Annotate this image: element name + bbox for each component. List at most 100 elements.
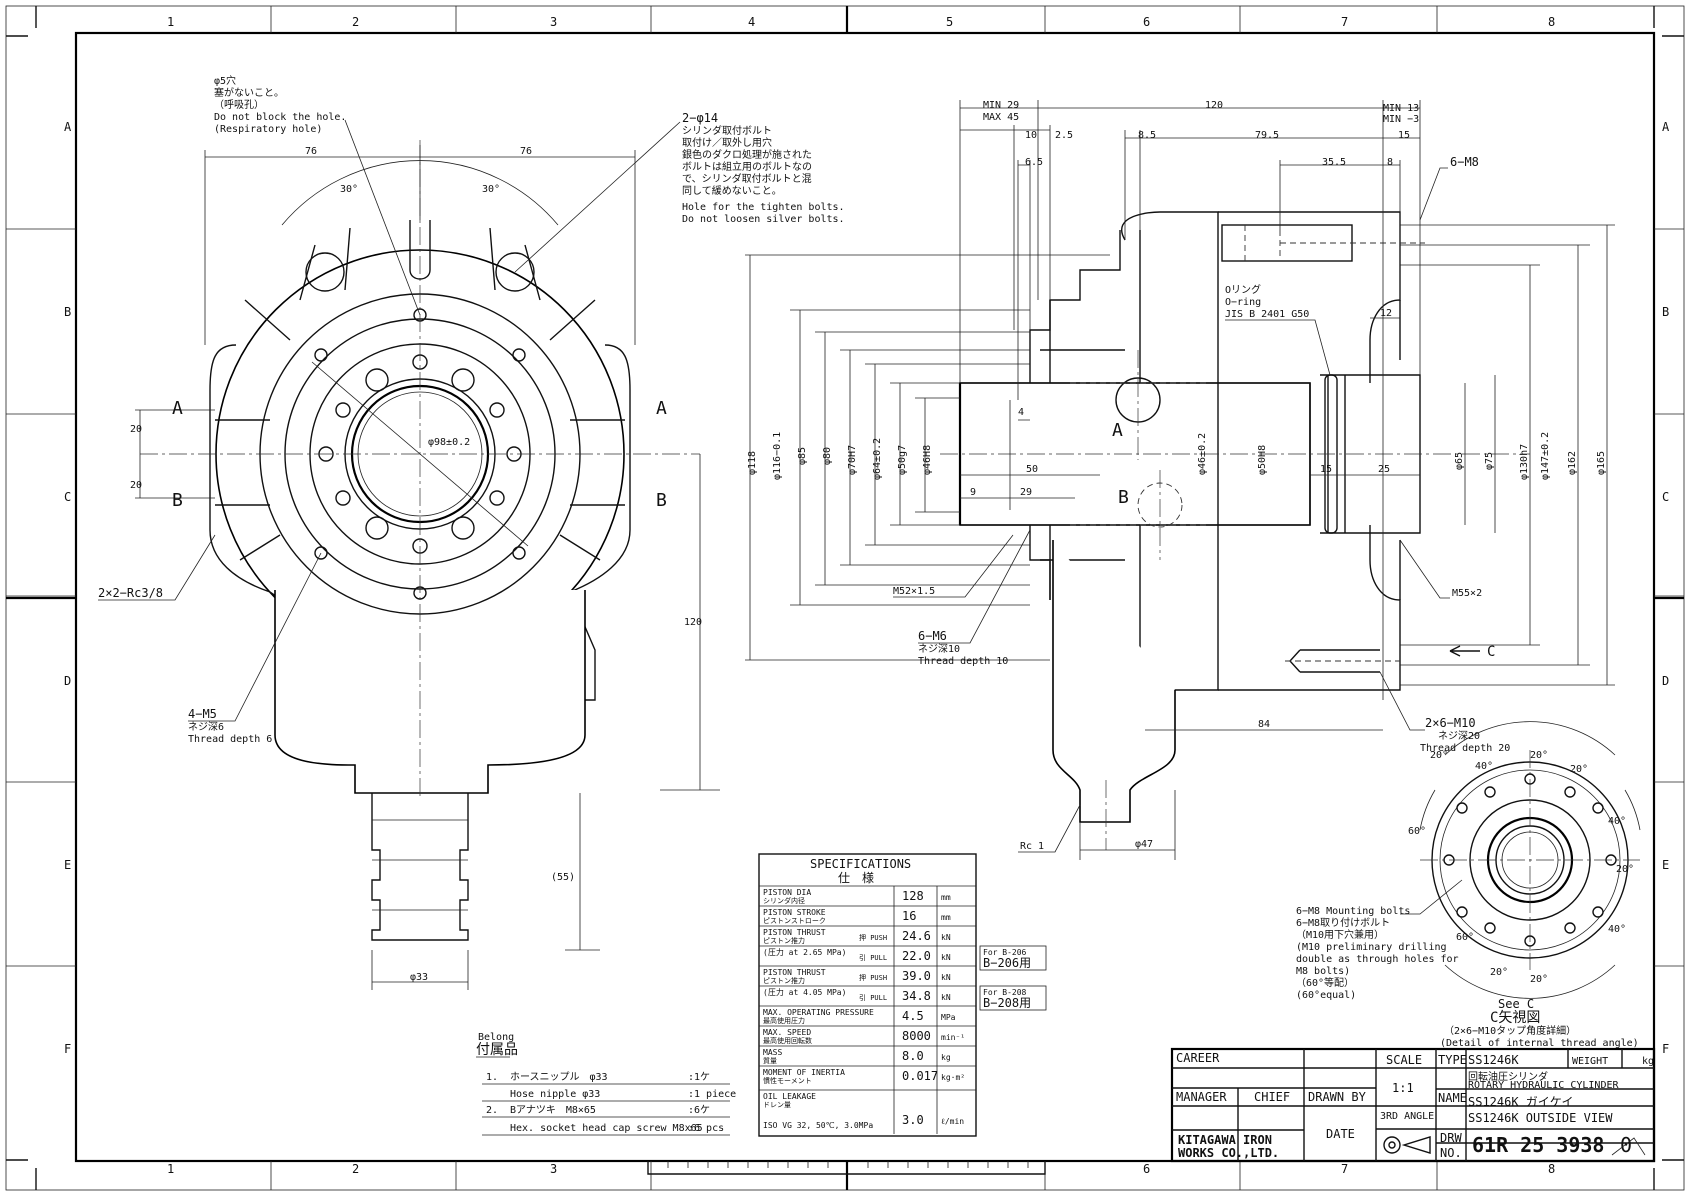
dia-label: φ130h7 bbox=[1519, 444, 1530, 480]
svg-text:ホースニップル φ33: ホースニップル φ33 bbox=[510, 1071, 608, 1083]
angle-label: 20° bbox=[1570, 764, 1588, 775]
svg-text:2−φ14: 2−φ14 bbox=[682, 111, 718, 125]
svg-text:Thread depth 10: Thread depth 10 bbox=[918, 656, 1008, 667]
svg-text:JIS B 2401 G50: JIS B 2401 G50 bbox=[1225, 309, 1309, 320]
svg-text:塞がないこと。: 塞がないこと。 bbox=[214, 86, 284, 99]
spec-label-jp: ピストンストローク bbox=[763, 917, 826, 925]
name-line-2: SS1246K ガイケイ bbox=[1468, 1095, 1574, 1109]
company-name: WORKS CO.,LTD. bbox=[1178, 1146, 1279, 1160]
drawn-by-label: DRAWN BY bbox=[1308, 1090, 1367, 1104]
svg-text:Bアナツキ M8×65: Bアナツキ M8×65 bbox=[510, 1104, 596, 1116]
dim-label: 20 bbox=[130, 424, 142, 435]
dim-label: 76 bbox=[305, 146, 317, 157]
dim-label: 20 bbox=[130, 480, 142, 491]
name-line-1: ROTARY HYDRAULIC CYLINDER bbox=[1468, 1080, 1619, 1091]
dia-label: φ147±0.2 bbox=[1540, 432, 1551, 480]
spec-sub: 押 PUSH bbox=[859, 973, 887, 982]
grid-col-label: 7 bbox=[1341, 15, 1348, 29]
svg-text:ネジ深6: ネジ深6 bbox=[188, 721, 224, 733]
svg-text::6ケ: :6ケ bbox=[688, 1104, 710, 1116]
name-label: NAME bbox=[1438, 1091, 1467, 1105]
dim-label: 84 bbox=[1258, 719, 1270, 730]
side-view: MIN 29 MAX 45 120 MIN 13 MIN −3 10 2.5 8… bbox=[745, 100, 1615, 860]
dim-label: 8 bbox=[1387, 157, 1393, 168]
spec-label-jp: 最高使用圧力 bbox=[763, 1016, 805, 1025]
spec-sub: 引 PULL bbox=[859, 953, 887, 962]
svg-text:B−206用: B−206用 bbox=[983, 956, 1031, 970]
svg-text:ボルトは組立用のボルトなの: ボルトは組立用のボルトなの bbox=[682, 160, 812, 173]
accessories-title: Belong bbox=[478, 1032, 514, 1043]
svg-text::1ケ: :1ケ bbox=[688, 1071, 710, 1083]
date-label: DATE bbox=[1326, 1127, 1355, 1141]
grid-row-label: A bbox=[1662, 120, 1670, 134]
spec-unit: kg bbox=[941, 1053, 951, 1062]
drw-label: DRW bbox=[1440, 1131, 1462, 1145]
svg-text:ネジ深20: ネジ深20 bbox=[1438, 730, 1480, 742]
svg-text:Oリング: Oリング bbox=[1225, 283, 1261, 296]
svg-text:（2×6−M10タップ角度詳細）: （2×6−M10タップ角度詳細） bbox=[1444, 1024, 1576, 1037]
svg-text:For B-208: For B-208 bbox=[983, 988, 1027, 997]
dim-label: 6−M8 bbox=[1450, 155, 1479, 169]
svg-text:（M10用下穴兼用）: （M10用下穴兼用） bbox=[1296, 928, 1384, 941]
svg-text:(Respiratory hole): (Respiratory hole) bbox=[214, 124, 322, 135]
port-letter: B bbox=[1118, 487, 1129, 508]
dia-label: φ64±0.2 bbox=[872, 438, 883, 480]
grid-col-label: 5 bbox=[946, 15, 953, 29]
svg-text:φ5穴: φ5穴 bbox=[214, 74, 236, 87]
spec-label-jp: ピストン推力 bbox=[763, 976, 805, 985]
grid-labels: 1 2 3 4 5 6 7 8 1 2 3 6 7 8 A B C D E F … bbox=[64, 15, 1670, 1176]
section-letter: A bbox=[656, 398, 667, 419]
thread-note: M55×2 bbox=[1452, 588, 1482, 599]
m5-note: 4−M5 ネジ深6 Thread depth 6 bbox=[188, 552, 322, 745]
view-arrow-label: C bbox=[1487, 644, 1495, 660]
grid-row-label: C bbox=[1662, 490, 1669, 504]
dim-label: (55) bbox=[551, 872, 575, 883]
mounting-bolt-note: 6−M8 Mounting bolts 6−M8取り付けボルト （M10用下穴兼… bbox=[1296, 879, 1463, 1001]
spec-value: 34.8 bbox=[902, 989, 931, 1003]
grid-col-label: 8 bbox=[1548, 15, 1555, 29]
weight-unit: kg bbox=[1642, 1056, 1654, 1067]
spec-value: 0.017 bbox=[902, 1069, 938, 1083]
spec-unit: kN bbox=[941, 973, 951, 982]
angle-label: 20° bbox=[1490, 967, 1508, 978]
dia-label: φ75 bbox=[1484, 452, 1495, 470]
dim-label: 30° bbox=[340, 184, 358, 195]
svg-text:See C: See C bbox=[1498, 997, 1534, 1011]
dim-label: φ33 bbox=[410, 972, 428, 983]
svg-text:シリンダ取付ボルト: シリンダ取付ボルト bbox=[682, 124, 772, 137]
spec-sub: 押 PUSH bbox=[859, 933, 887, 942]
svg-text:(M10 preliminary drilling: (M10 preliminary drilling bbox=[1296, 942, 1447, 953]
svg-text:Thread depth 20: Thread depth 20 bbox=[1420, 743, 1510, 754]
dia-label: φ118 bbox=[747, 451, 758, 475]
bolt-hole-note: 2−φ14 シリンダ取付ボルト 取付け／取外し用穴 銀色のダクロ処理が施された … bbox=[514, 111, 845, 273]
port-letter: A bbox=[1112, 420, 1123, 441]
grid-col-label: 7 bbox=[1341, 1162, 1348, 1176]
grid-row-label: A bbox=[64, 120, 72, 134]
svg-text:Hose nipple φ33: Hose nipple φ33 bbox=[510, 1089, 600, 1100]
spec-label: PISTON DIA bbox=[763, 888, 811, 897]
spec-label-jp: ピストン推力 bbox=[763, 936, 805, 945]
svg-text:double as through holes for: double as through holes for bbox=[1296, 954, 1459, 965]
spec-title: SPECIFICATIONS bbox=[810, 857, 911, 871]
svg-text:(Detail of internal thread ang: (Detail of internal thread angle) bbox=[1440, 1038, 1639, 1049]
spec-unit: min⁻¹ bbox=[941, 1033, 965, 1042]
grid-col-label: 1 bbox=[167, 1162, 174, 1176]
spec-label-jp: ドレン量 bbox=[763, 1101, 791, 1109]
name-jp: 回転油圧シリンダ bbox=[1468, 1070, 1548, 1083]
dim-label: 10 bbox=[1025, 130, 1037, 141]
third-angle-symbol-icon bbox=[1383, 1136, 1431, 1154]
dia-label: φ85 bbox=[797, 447, 808, 465]
spec-label: PISTON STROKE bbox=[763, 908, 826, 917]
spec-unit: mm bbox=[941, 893, 951, 902]
svg-text::1 piece: :1 piece bbox=[688, 1089, 736, 1100]
rc-note: Rc 1 bbox=[1020, 841, 1044, 852]
spec-unit: kN bbox=[941, 933, 951, 942]
company-name: KITAGAWA IRON bbox=[1178, 1133, 1272, 1147]
spec-value: 8000 bbox=[902, 1029, 931, 1043]
dia-label: φ165 bbox=[1596, 451, 1607, 475]
spec-value: 8.0 bbox=[902, 1049, 924, 1063]
